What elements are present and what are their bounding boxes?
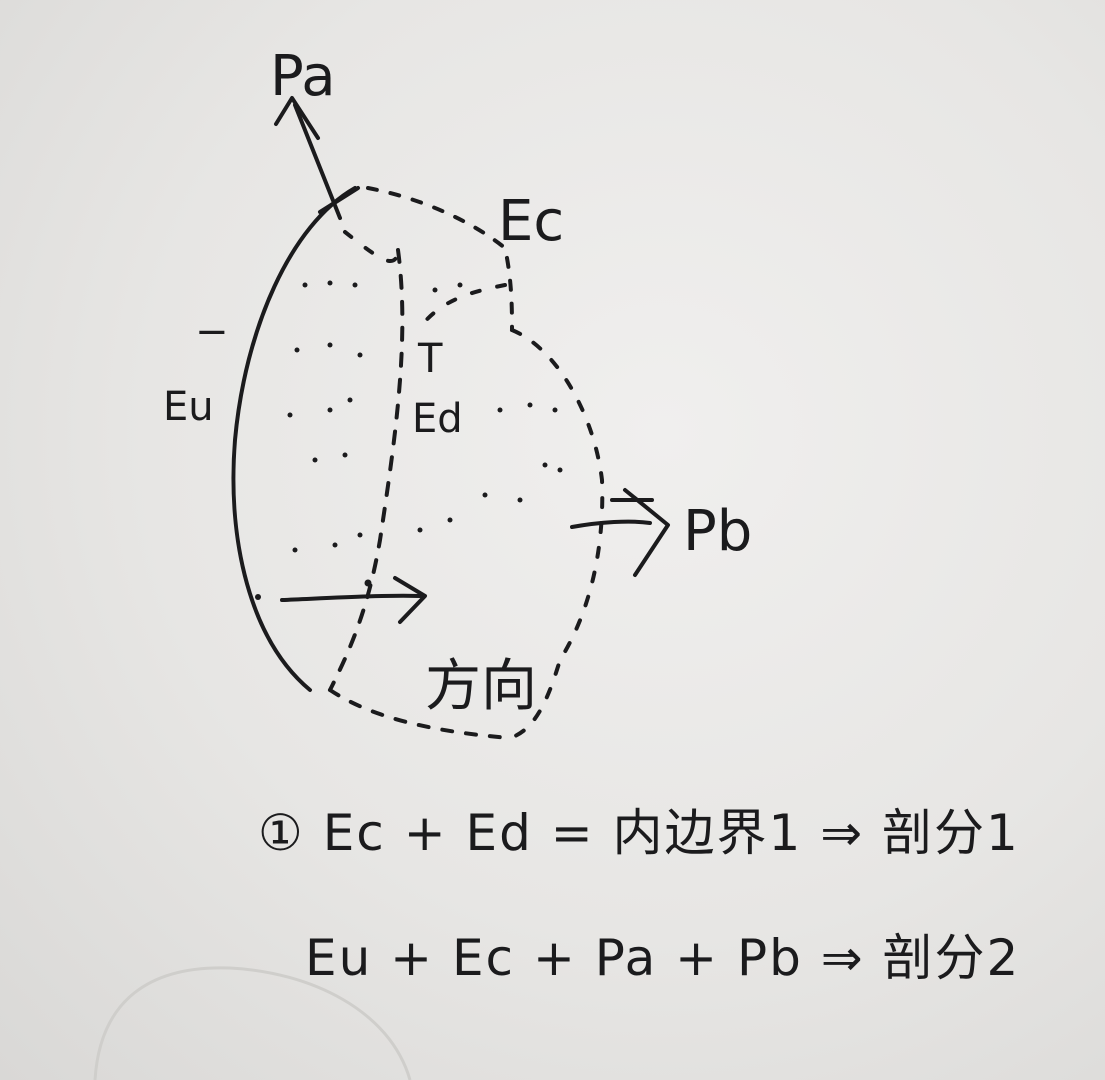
equation-line-2: Eu + Ec + Pa + Pb ⇒ 剖分2 <box>305 929 1020 987</box>
label-ec: Ec <box>498 189 564 254</box>
label-pb: Pb <box>683 499 752 564</box>
direction-start-dot <box>255 594 261 600</box>
direction-cross-dot <box>364 579 372 587</box>
pb-arrow-shaft <box>570 519 652 529</box>
interior-dots <box>287 280 563 553</box>
pa-arrow-head <box>274 96 320 140</box>
equation-line-1: ① Ec + Ed = 内边界1 ⇒ 剖分1 <box>258 804 1020 862</box>
paper-smudge <box>93 966 412 1080</box>
bottom-boundary-dashed <box>328 688 512 740</box>
pa-arrow-shaft <box>293 103 342 220</box>
label-ed: Ed <box>412 396 463 442</box>
boundary-eu-curve <box>231 186 357 692</box>
direction-arrow-head <box>393 576 427 624</box>
right-boundary-dashed <box>508 328 605 740</box>
direction-arrow-shaft <box>280 593 422 602</box>
inner-dashed-top <box>343 230 400 263</box>
label-eu: Eu <box>163 384 214 430</box>
inner-dashed-mid <box>416 283 507 332</box>
label-eu-mark: − <box>195 309 229 355</box>
boundary-ec-dashed <box>366 186 514 332</box>
boundary-ed-dashed <box>328 248 405 692</box>
label-pa: Pa <box>270 44 336 109</box>
pb-arrow-head <box>623 488 670 577</box>
label-direction: 方向 <box>425 654 537 719</box>
pa-cross-tick <box>318 186 360 214</box>
label-ed-mark: T <box>417 336 443 382</box>
